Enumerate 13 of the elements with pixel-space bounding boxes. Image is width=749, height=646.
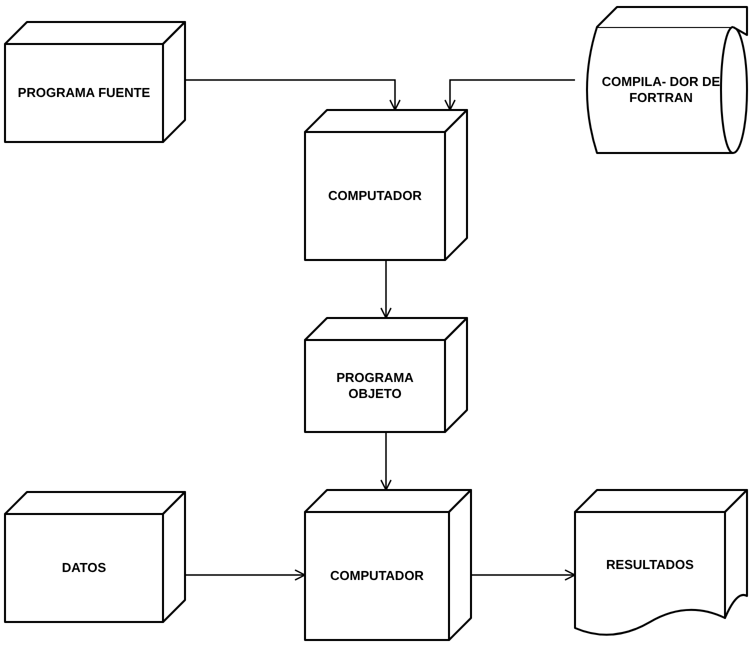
node-label: COMPUTADOR	[328, 188, 422, 204]
arrow	[444, 79, 575, 111]
arrow	[471, 569, 576, 581]
node-label: PROGRAMA OBJETO	[335, 370, 415, 402]
arrow	[380, 260, 392, 319]
node-label: COMPUTADOR	[330, 568, 424, 584]
node-label: COMPILA- DOR DE FORTRAN	[600, 74, 722, 106]
node-label: DATOS	[62, 560, 106, 576]
arrow	[185, 569, 306, 581]
node-label: PROGRAMA FUENTE	[18, 85, 150, 101]
arrow	[380, 432, 392, 491]
arrow	[185, 79, 401, 111]
node-label: RESULTADOS	[606, 557, 694, 573]
